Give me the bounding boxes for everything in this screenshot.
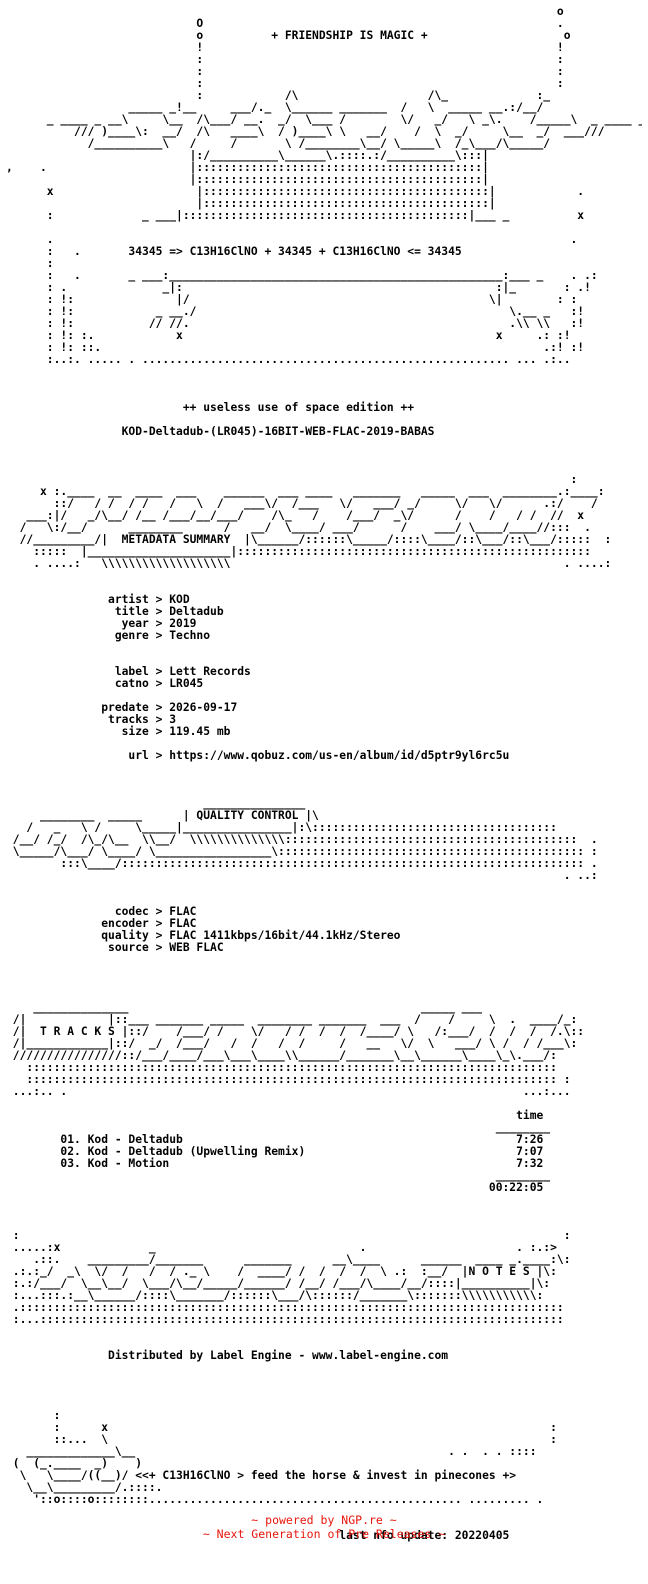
nfo-line: :..:. ..... . ..........................…	[6, 353, 571, 366]
nfo-line: KOD-Deltadub-(LR045)-16BIT-WEB-FLAC-2019…	[6, 425, 435, 438]
nfo-line: Distributed by Label Engine - www.label-…	[6, 1349, 449, 1362]
nfo-line: :	[6, 473, 578, 486]
nfo-line: /| T R A C K S |::/ /___/ / \/ / / / / /…	[6, 1025, 585, 1038]
nfo-line: ___:|/ _/\__/ /__ /___/__/___/ /\_ / /__…	[6, 509, 585, 522]
nfo-line: /// )____\: __/ /\ ____\ / )____\ \ __/ …	[6, 125, 612, 138]
nfo-line: .:.:_/ _\ \/ / / / ._ \ / ____/ / / / / …	[6, 1265, 557, 1278]
nfo-line: :::\____/:::::::::::::::::::::::::::::::…	[6, 857, 598, 870]
nfo-line: /__/ /_/ /\_/\__ \\__/ \\\\\\\\\\\\\\:::…	[6, 833, 598, 846]
nfo-line: genre > Techno	[6, 629, 211, 642]
nfo-line: time	[6, 1109, 544, 1122]
nfo-line: o	[6, 6, 564, 18]
nfo-line: codec > FLAC	[6, 905, 197, 918]
nfo-line: _______________	[6, 797, 306, 810]
nfo-line: ::::::::::::::::::::::::::::::::::::::::…	[6, 1073, 571, 1086]
nfo-line: x :.____ __ ____ ___ ______ ___ ____ ___…	[6, 485, 605, 498]
nfo-line: \ \____/((__)/ <<+ C13H16ClNO > feed the…	[6, 1469, 517, 1482]
nfo-line: . ....: \\\\\\\\\\\\\\\\\\\ . ....:	[6, 557, 612, 570]
nfo-line: /| |::___ _______ _____ ________ _______…	[6, 1013, 578, 1026]
nfo-line: year > 2019	[6, 617, 197, 630]
nfo-line: ______________ _____ ___	[6, 1001, 483, 1014]
nfo-line: \__\_________/.::::.	[6, 1481, 163, 1494]
nfo-line: size > 119.45 mb	[6, 725, 231, 738]
nfo-line: 03. Kod - Motion 7:32	[6, 1157, 544, 1170]
nfo-line: ::/ / / / / / \ / ___\/ /___ \/ ___/ _/ …	[6, 497, 598, 510]
nfo-line: : . _|: :|_ : .!	[6, 281, 591, 294]
nfo-line: : :	[6, 53, 564, 66]
nfo-line: : x :	[6, 1421, 557, 1434]
nfo-line: / \:/__/ ________ / __/ \____/ ___/ / __…	[6, 521, 591, 534]
nfo-line: _____________\__ . . . . ::::	[6, 1445, 537, 1458]
nfo-line: title > Deltadub	[6, 605, 224, 618]
nfo-line: '::o::::o::::::::.......................…	[6, 1493, 544, 1506]
nfo-line: |:::::::::::::::::::::::::::::::::::::::…	[6, 173, 489, 186]
nfo-line: : . _ ___:______________________________…	[6, 269, 598, 282]
nfo-line: ::::::::::::::::::::::::::::::::::::::::…	[6, 1061, 557, 1074]
nfo-line: :...::::::::::::::::::::::::::::::::::::…	[6, 1313, 564, 1326]
powered-by-text: ~ powered by NGP.re ~	[251, 1513, 397, 1527]
nfo-line: . .	[6, 233, 578, 246]
nfo-line: ...:.. . ...:...	[6, 1085, 571, 1098]
ngp-tagline: ~ Next Generation of Pre Releases ~	[202, 1527, 446, 1541]
nfo-line: ________ _____ | QUALITY CONTROL |\	[6, 809, 319, 822]
nfo-line: .:::::::::::::::::::::::::::::::::::::::…	[6, 1301, 564, 1314]
nfo-line: \_____/\___/ \____/ \_________________\:…	[6, 845, 598, 858]
nfo-line: ________	[6, 1121, 551, 1134]
nfo-line: : !: _ __./ \.__ _ :!	[6, 305, 585, 318]
nfo-line: :...:::.:__\______/::::\_______/::::::\_…	[6, 1289, 544, 1302]
nfo-line: url > https://www.qobuz.com/us-en/album/…	[6, 749, 510, 762]
nfo-line: |:::::::::::::::::::::::::::::::::::::::…	[6, 197, 496, 210]
nfo-line: ::... \ :	[6, 1433, 557, 1446]
nfo-line: encoder > FLAC	[6, 917, 197, 930]
nfo-line: : !: ::. .:! :!	[6, 341, 585, 354]
nfo-line: 00:22:05	[6, 1181, 544, 1194]
nfo-line: _____ _!__ ___/._ \______ _______ / \ __…	[6, 101, 544, 114]
nfo-line: :.:/___/ \__\__/ \___/\__/_____/______/ …	[6, 1277, 551, 1290]
nfo-line: /__________\ / / \ /________\__/ \_____\…	[6, 137, 551, 150]
nfo-line: quality > FLAC 1411kbps/16bit/44.1kHz/St…	[6, 929, 401, 942]
nfo-line: :	[6, 257, 54, 270]
nfo-line: : _ ___|::::::::::::::::::::::::::::::::…	[6, 209, 585, 222]
nfo-line: : !: // //. .\\ \\ :!	[6, 317, 585, 330]
nfo-line: . ..:	[6, 869, 598, 882]
nfo-line: ________	[6, 1169, 551, 1182]
nfo-text: o O . o + FRIENDSHIP IS MAGIC + o !	[6, 6, 642, 1542]
nfo-line: : :	[6, 65, 564, 78]
nfo-line: ++ useless use of space edition ++	[6, 401, 415, 414]
nfo-line: artist > KOD	[6, 593, 190, 606]
nfo-line: : . 34345 => C13H16ClNO + 34345 + C13H16…	[6, 245, 462, 258]
nfo-line: ////////////////::/___/____/___\___\____…	[6, 1049, 557, 1062]
nfo-line: _ ____ _ __\ \__ /\___/ __. _/ \___ / \/…	[6, 113, 642, 126]
nfo-line: : !: |/ \| : :	[6, 293, 578, 306]
nfo-line: 01. Kod - Deltadub 7:26	[6, 1133, 544, 1146]
nfo-line: : /\ /\_ :_	[6, 89, 551, 102]
nfo-line: , . |:::::::::::::::::::::::::::::::::::…	[6, 161, 489, 174]
nfo-line: last nfo update: 20220405	[6, 1529, 510, 1542]
nfo-line: : !: :. x x .: :!	[6, 329, 571, 342]
nfo-line: ! !	[6, 41, 564, 54]
nfo-line: o + FRIENDSHIP IS MAGIC + o	[6, 29, 571, 42]
nfo-line: |:/__________\______\.::::.:/__________\…	[6, 149, 489, 162]
nfo-line: ( (_.____ _) )	[6, 1457, 143, 1470]
nfo-line: /|____________|::/ _/ /___/ / / / / / __…	[6, 1037, 578, 1050]
nfo-line: : :	[6, 77, 564, 90]
nfo-line: ::::: |_____________________|:::::::::::…	[6, 545, 591, 558]
nfo-line: source > WEB FLAC	[6, 941, 224, 954]
nfo-line: tracks > 3	[6, 713, 177, 726]
nfo-line: .....:x _ . . :.:>	[6, 1241, 557, 1254]
nfo-line: :	[6, 1409, 61, 1422]
nfo-line: x |:::::::::::::::::::::::::::::::::::::…	[6, 185, 585, 198]
nfo-line: 02. Kod - Deltadub (Upwelling Remix) 7:0…	[6, 1145, 544, 1158]
nfo-line: predate > 2026-09-17	[6, 701, 238, 714]
nfo-line: : :	[6, 1229, 571, 1242]
nfo-line: O .	[6, 17, 564, 30]
nfo-line: catno > LR045	[6, 677, 204, 690]
ngp-footer: ~ powered by NGP.re ~ ~ Next Generation …	[0, 1513, 648, 1541]
nfo-line: / _ \ / \_____|________________|:\::::::…	[6, 821, 557, 834]
nfo-line: .::. _________/_______ _______ __\____ _…	[6, 1253, 571, 1266]
nfo-line: label > Lett Records	[6, 665, 251, 678]
nfo-line: //_________/| METADATA SUMMARY |\______/…	[6, 533, 612, 546]
